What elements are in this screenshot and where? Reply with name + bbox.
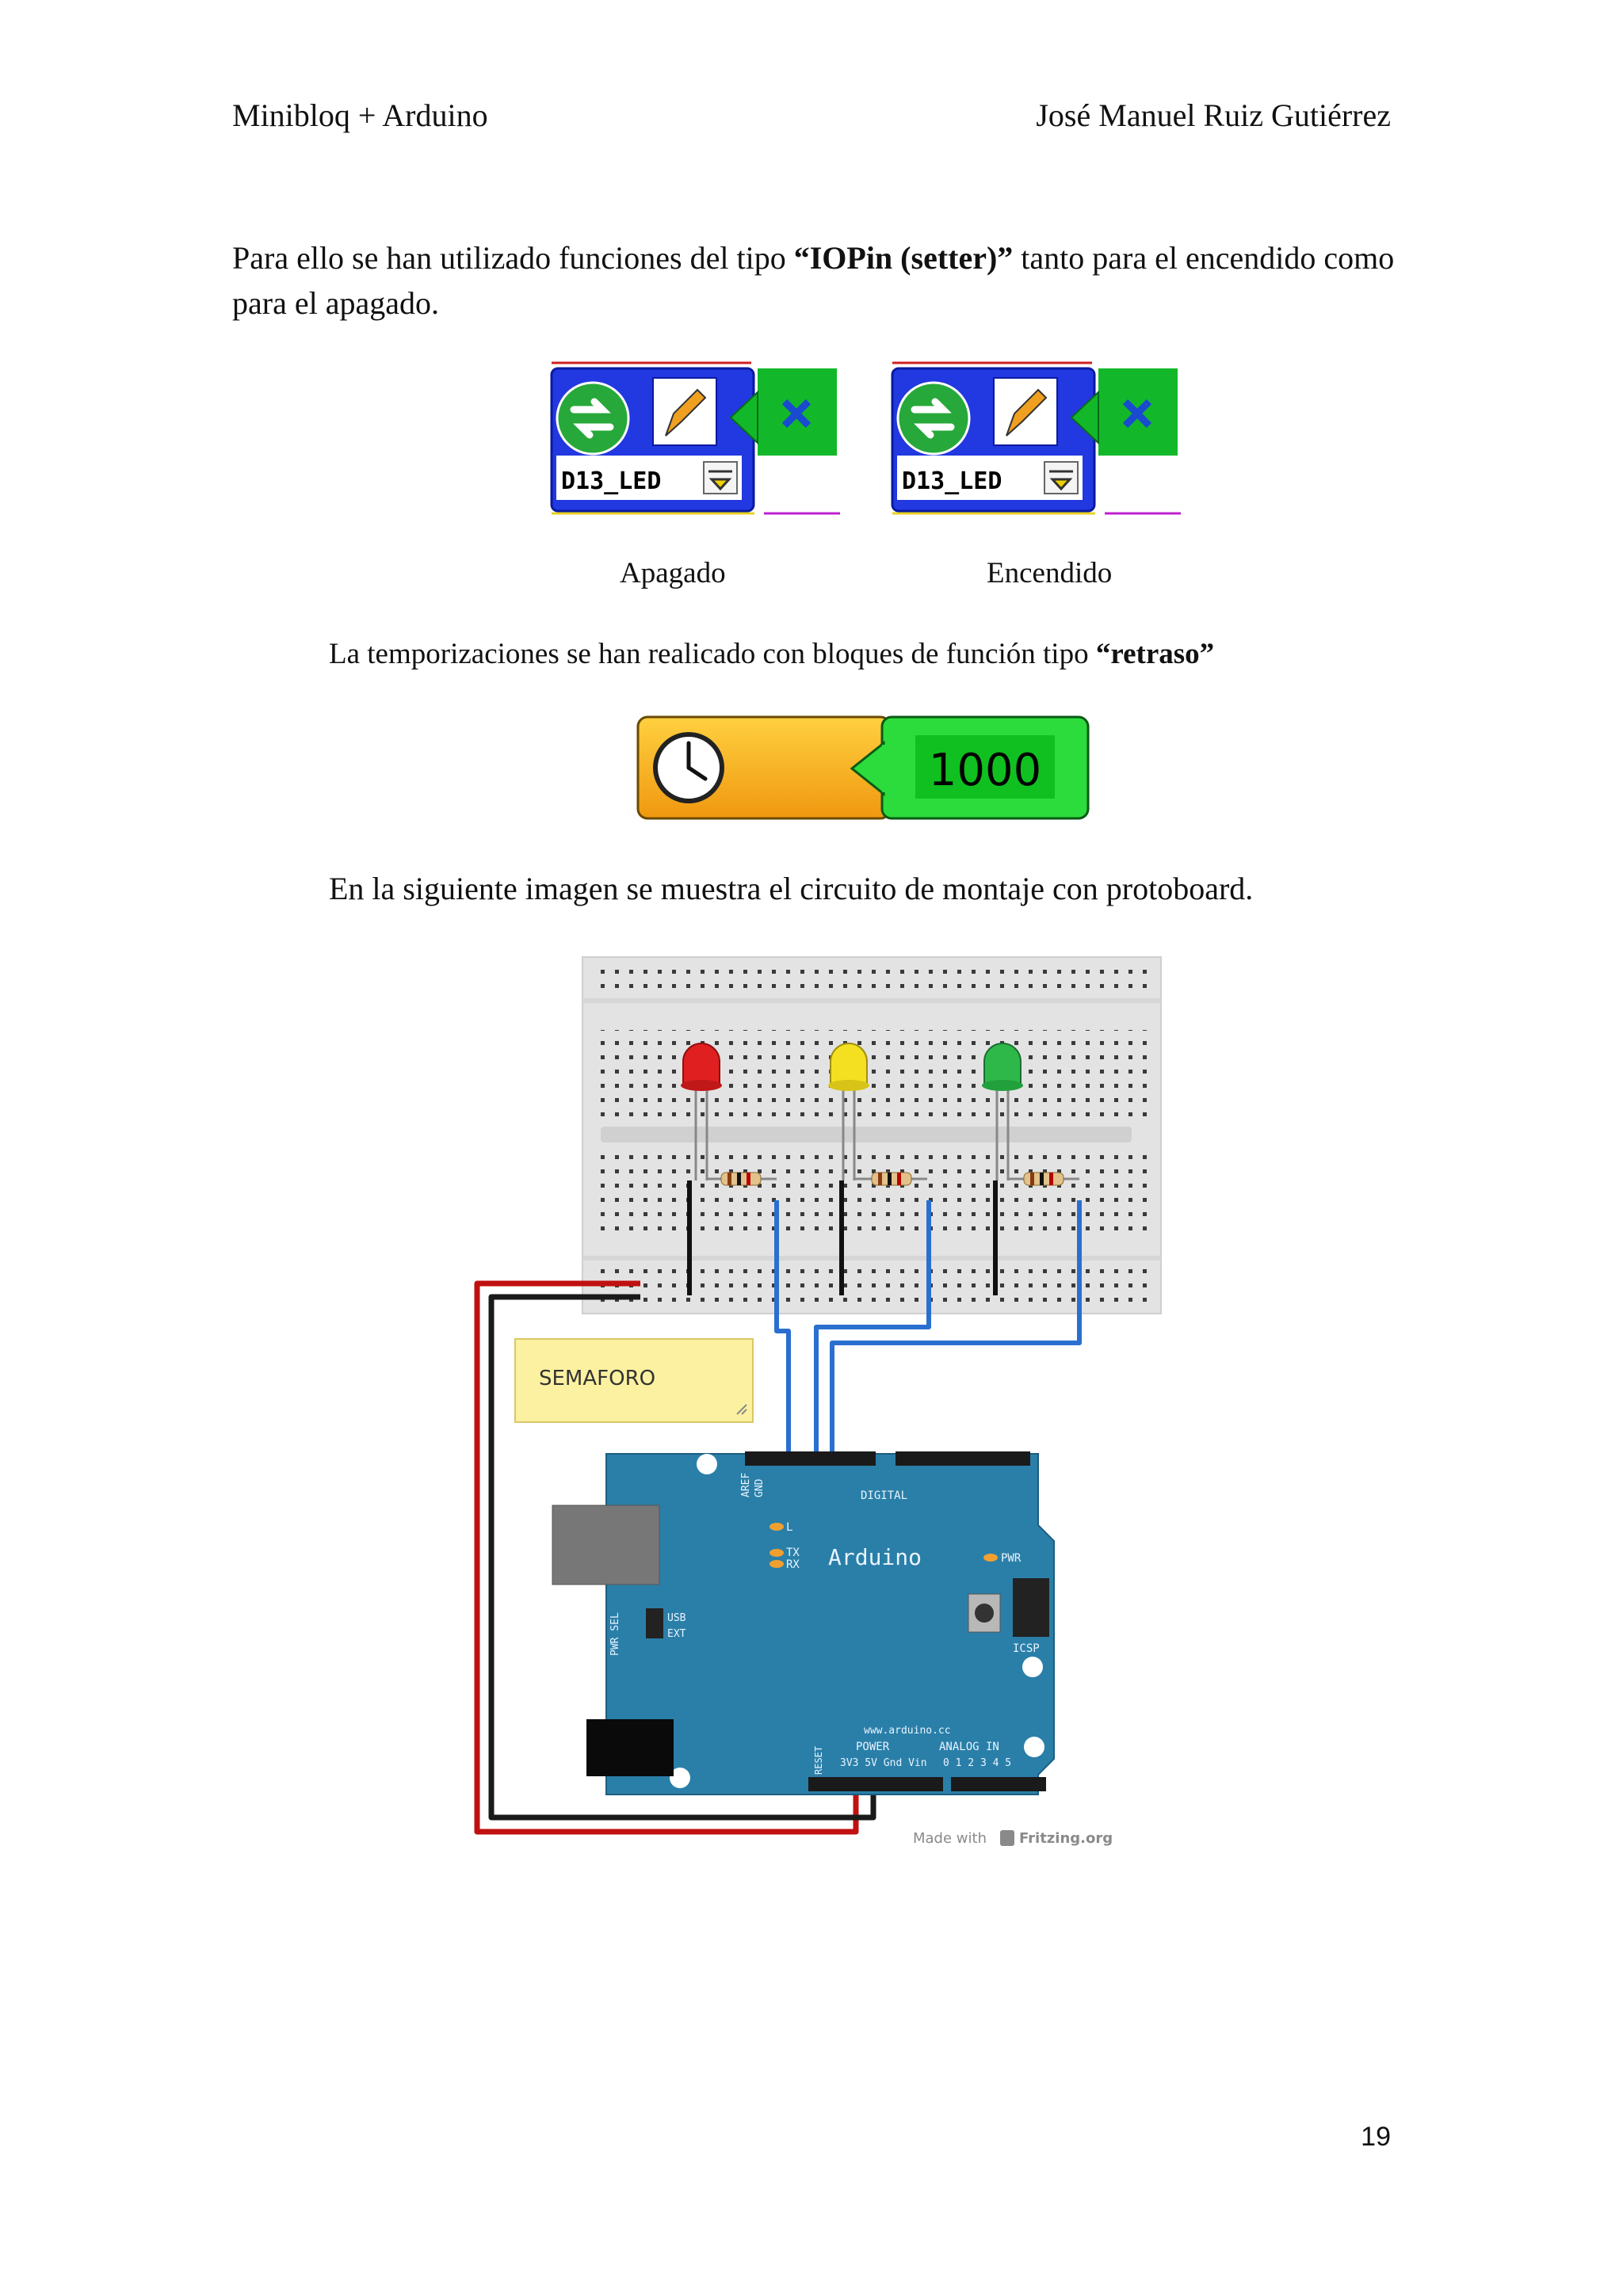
caption-encendido: Encendido (987, 557, 1113, 589)
led-yellow (828, 1043, 869, 1180)
paragraph-iopin: Para ello se han utilizado funciones del… (232, 235, 1397, 326)
power-wires (474, 1280, 876, 1835)
fritzing-credit: Made with Fritzing.org (913, 1830, 1113, 1847)
usb-connector (552, 1505, 660, 1585)
rx-label: RX (786, 1558, 800, 1571)
header-left: Minibloq + Arduino (232, 97, 488, 133)
iopin-block-off: D13_LED (550, 361, 840, 515)
paragraph-retraso: La temporizaciones se han realicado con … (329, 637, 1214, 671)
paragraph-iopin-text-a: Para ello se han utilizado funciones del… (232, 240, 794, 276)
resistor-2 (854, 1172, 927, 1186)
analog-label: ANALOG IN (939, 1741, 999, 1753)
led-red (681, 1043, 722, 1180)
icsp-label: ICSP (1013, 1642, 1040, 1655)
power-label: POWER (856, 1741, 890, 1753)
delay-value: 1000 (929, 745, 1042, 796)
analog-pins-label: 0 1 2 3 4 5 (943, 1757, 1011, 1769)
arduino-logo-text: Arduino (828, 1544, 922, 1570)
delay-block: 1000 (636, 715, 1090, 820)
paragraph-retraso-text: La temporizaciones se han realicado con … (329, 638, 1096, 670)
ground-jumpers (687, 1180, 998, 1295)
l-label: L (786, 1521, 792, 1534)
caption-apagado: Apagado (620, 557, 726, 589)
reset-label: RESET (813, 1746, 824, 1775)
tx-label: TX (786, 1547, 800, 1559)
ext-label: EXT (667, 1628, 686, 1640)
paragraph-iopin-bold: “IOPin (setter)” (793, 240, 1014, 276)
led-green (982, 1043, 1023, 1180)
aref-label: AREF (740, 1473, 752, 1497)
paragraph-iopin-text-b: tanto para el encendido como para el apa… (232, 240, 1395, 321)
header-right: José Manuel Ruiz Gutiérrez (1036, 97, 1391, 133)
gnd-label: GND (754, 1478, 766, 1497)
fritzing-text: Fritzing.org (1019, 1830, 1113, 1847)
semaforo-note-text: SEMAFORO (539, 1367, 655, 1390)
usb-label: USB (667, 1612, 686, 1624)
power-jack (586, 1719, 674, 1776)
fritzing-logo-icon (1000, 1830, 1014, 1846)
website-label: www.arduino.cc (864, 1725, 951, 1737)
breadboard (582, 956, 1162, 1314)
pin-label-on: D13_LED (902, 467, 1002, 495)
page-number: 19 (1361, 2122, 1391, 2152)
pwr-sel-label: PWR SEL (609, 1612, 621, 1656)
circuit-diagram: SEMAFORO Arduino DIGITAL AREF GND L TX R… (474, 956, 1162, 1847)
resistor-1 (707, 1172, 777, 1186)
arduino-board: Arduino DIGITAL AREF GND L TX RX PWR ICS… (552, 1451, 1055, 1795)
resistor-3 (1008, 1172, 1079, 1186)
power-pins-label: 3V3 5V Gnd Vin (840, 1757, 927, 1769)
pwr-label: PWR (1001, 1552, 1022, 1565)
signal-wires (774, 1200, 1082, 1462)
made-with-text: Made with (913, 1830, 987, 1847)
paragraph-retraso-bold: “retraso” (1095, 638, 1215, 670)
pin-label-off: D13_LED (561, 467, 661, 495)
paragraph-circuit: En la siguiente imagen se muestra el cir… (329, 871, 1254, 906)
clock-icon (653, 732, 724, 803)
iopin-block-on: D13_LED (891, 361, 1181, 515)
semaforo-note: SEMAFORO (514, 1338, 754, 1423)
digital-label: DIGITAL (861, 1489, 907, 1502)
